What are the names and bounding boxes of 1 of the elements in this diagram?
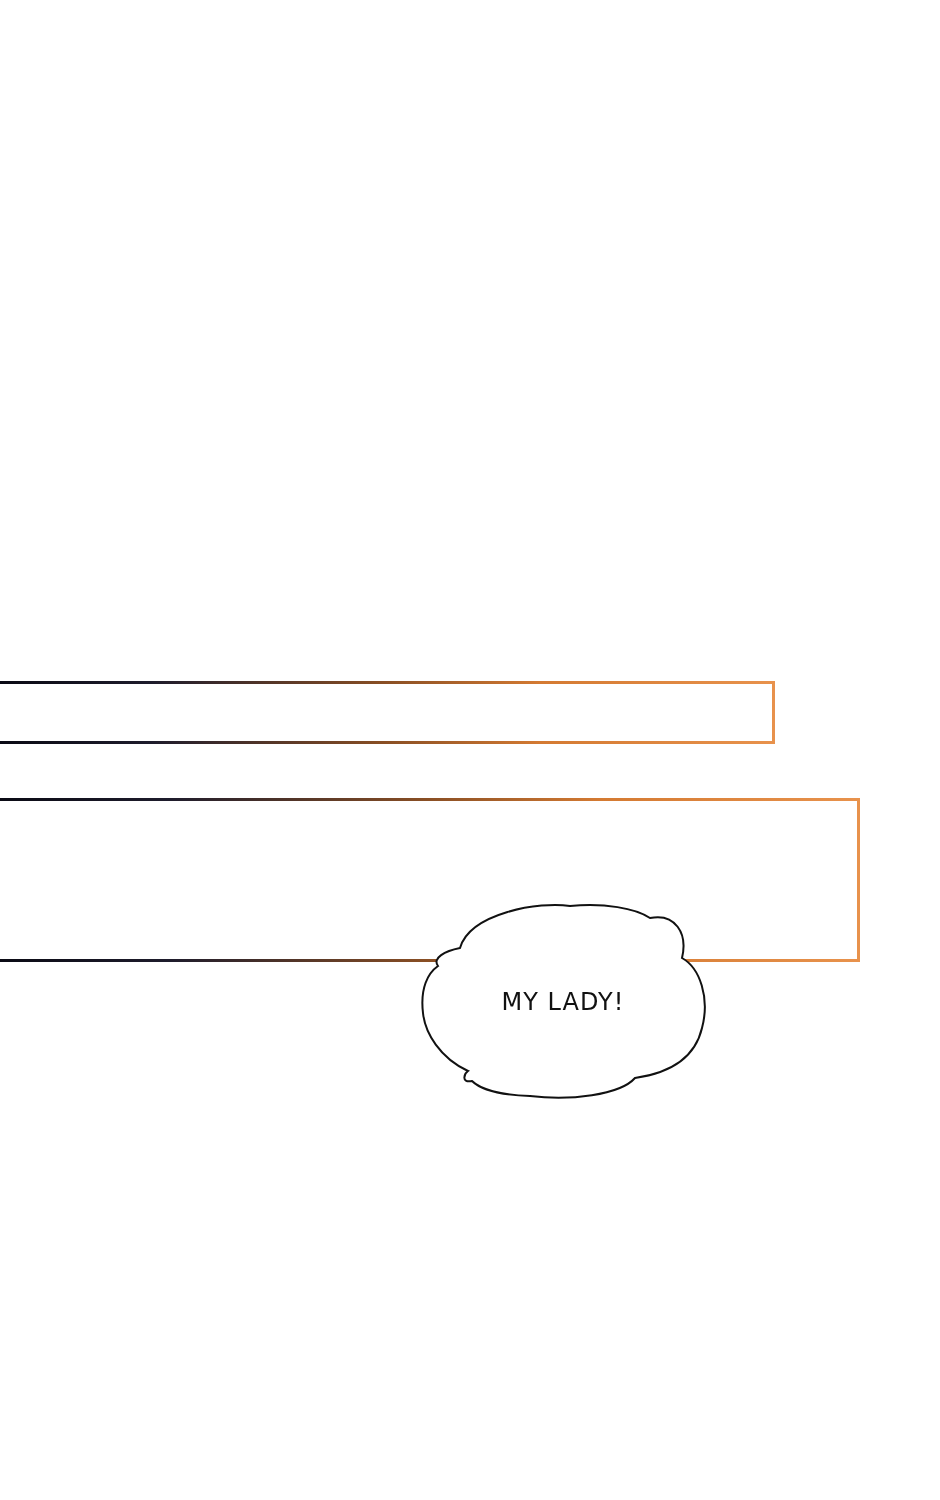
speech-text: MY LADY! [501, 987, 625, 1016]
